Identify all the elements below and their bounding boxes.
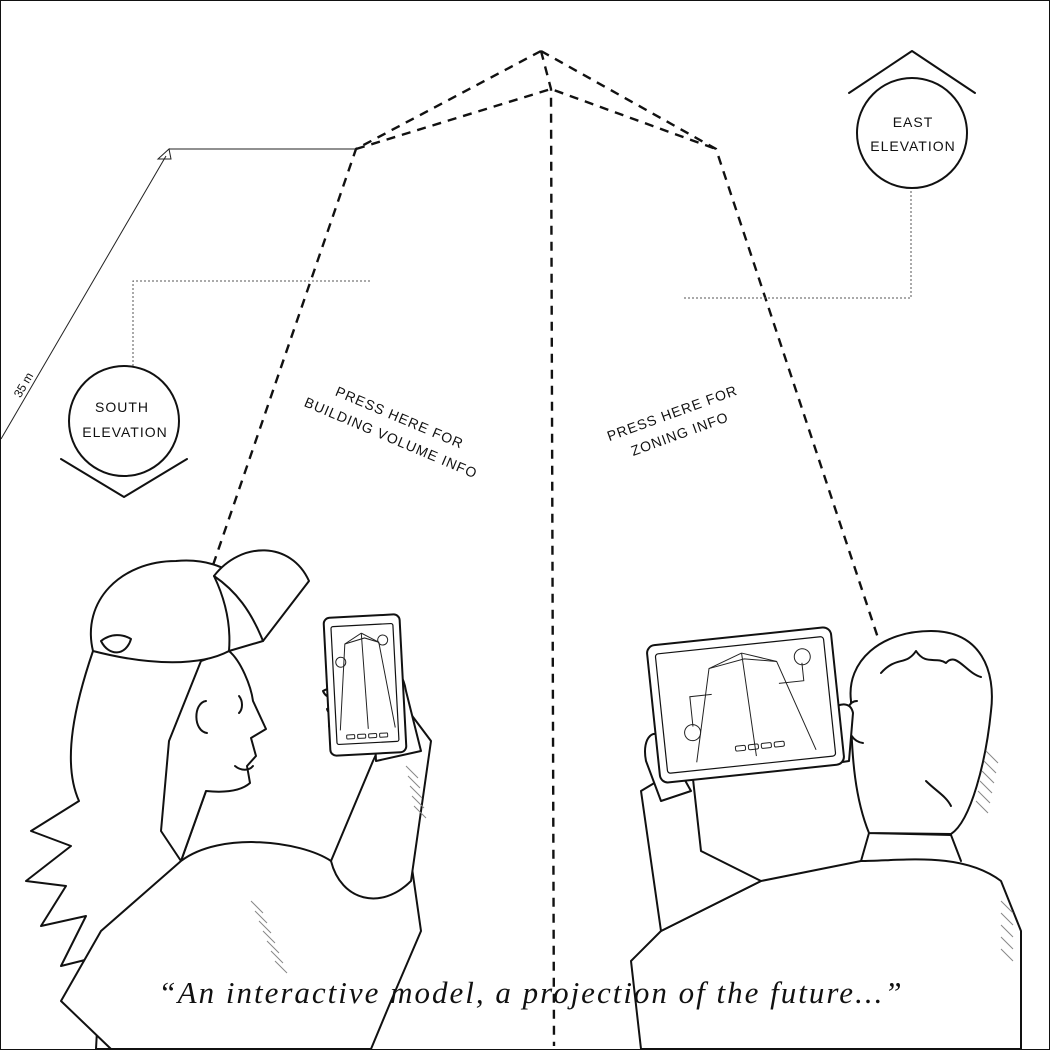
shading-hatch — [250, 750, 1014, 974]
phone-screen-preview — [335, 632, 396, 740]
caption-quote: “An interactive model, a projection of t… — [158, 975, 903, 1010]
south-elevation-label-line1: SOUTH — [95, 399, 149, 415]
east-elevation-label-line2: ELEVATION — [870, 138, 956, 154]
building-volume-hotspot[interactable]: PRESS HERE FOR BUILDING VOLUME INFO — [302, 374, 488, 482]
tablet-screen-preview — [684, 648, 817, 763]
tablet-device[interactable] — [646, 626, 845, 784]
east-elevation-label-line1: EAST — [893, 114, 934, 130]
dimension-arrow-icon — [156, 148, 172, 160]
man-figure — [630, 630, 1022, 1050]
south-elevation-marker-icon[interactable] — [68, 365, 180, 477]
east-elevation-marker[interactable]: EAST ELEVATION — [684, 50, 976, 299]
smartphone-device[interactable] — [322, 613, 408, 757]
south-elevation-marker[interactable]: SOUTH ELEVATION — [60, 280, 371, 498]
zoning-hotspot[interactable]: PRESS HERE FOR ZONING INFO — [605, 382, 747, 465]
height-dimension: 35 m — [1, 148, 356, 440]
woman-figure — [25, 549, 432, 1050]
south-elevation-label-line2: ELEVATION — [82, 424, 168, 440]
east-elevation-marker-icon[interactable] — [856, 77, 968, 189]
